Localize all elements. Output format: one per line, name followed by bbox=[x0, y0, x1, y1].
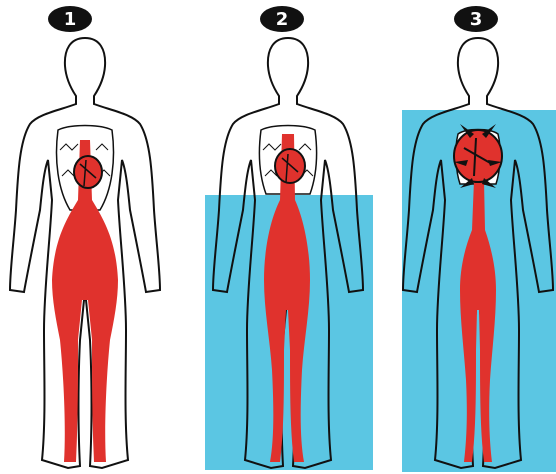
body-figure-3 bbox=[398, 0, 556, 474]
panel-3: 3 bbox=[398, 0, 556, 474]
panel-1: 1 bbox=[0, 0, 170, 474]
body-figure-1 bbox=[0, 0, 170, 474]
panel-2: 2 bbox=[200, 0, 375, 474]
body-figure-2 bbox=[200, 0, 375, 474]
heart bbox=[275, 149, 305, 183]
heart bbox=[74, 156, 102, 188]
